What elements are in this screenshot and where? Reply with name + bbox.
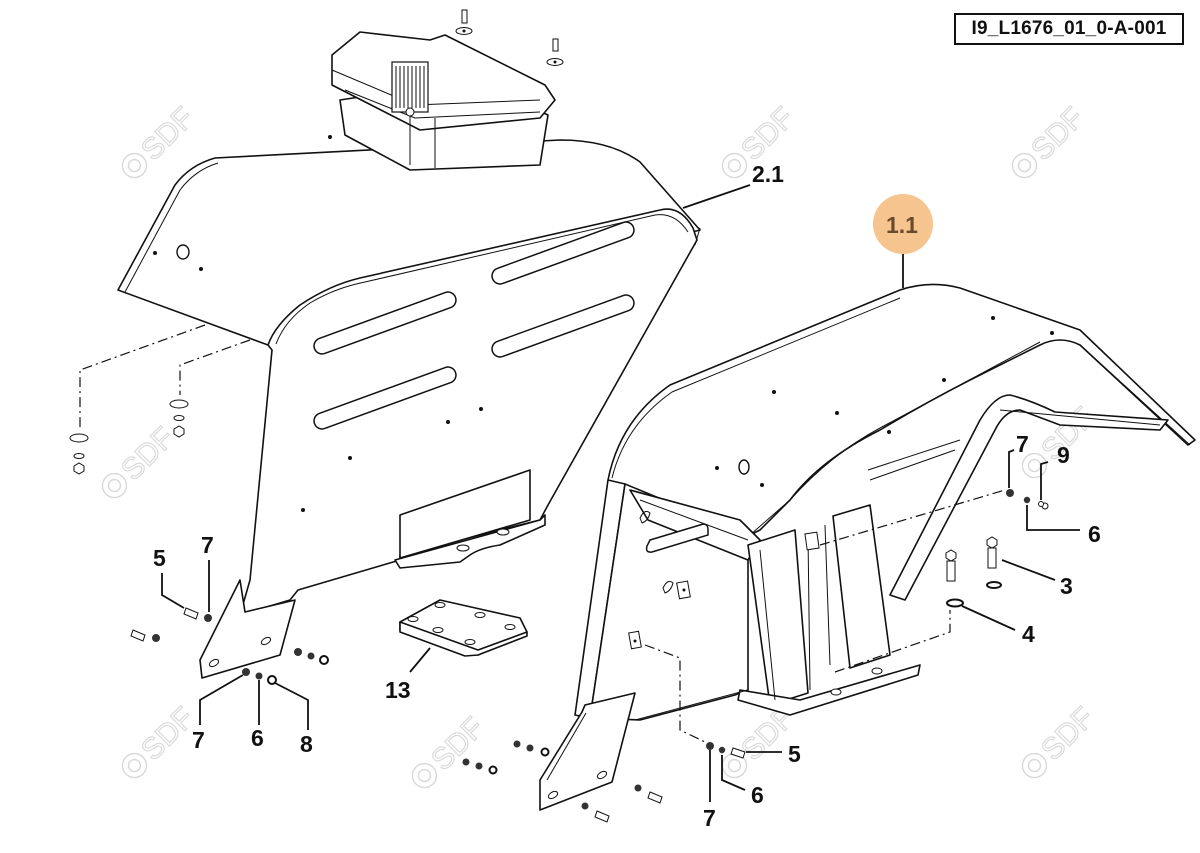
callout-5-right[interactable]: 5 [788, 741, 801, 767]
callout-6-left[interactable]: 6 [251, 725, 264, 751]
toolbox[interactable] [331, 31, 556, 171]
callout-6-right-upper[interactable]: 6 [1088, 521, 1101, 547]
sdf-watermark-text: SDF [1035, 701, 1101, 767]
toolbox-screw-right [546, 38, 564, 66]
callout-7-left-lower[interactable]: 7 [192, 727, 205, 753]
callout-7-right-lower[interactable]: 7 [703, 805, 716, 831]
callout-9[interactable]: 9 [1057, 442, 1070, 468]
sdf-watermark: SDF [121, 701, 201, 779]
callout-13[interactable]: 13 [385, 677, 411, 703]
callout-7-left-upper[interactable]: 7 [201, 532, 214, 558]
bolt-3-pair [945, 536, 1002, 589]
toolbox-screw-left [455, 9, 473, 35]
hardware-7-6-5-lower [706, 742, 746, 759]
callout-8[interactable]: 8 [300, 731, 313, 757]
callout-7-right-upper[interactable]: 7 [1016, 431, 1029, 457]
sdf-watermark-text: SDF [115, 421, 181, 487]
nut-rows-right-flap [462, 740, 663, 823]
nut-row-left [242, 648, 329, 685]
sdf-watermark: SDF [411, 711, 491, 789]
sdf-watermark: SDF [1011, 101, 1091, 179]
sdf-watermark: SDF [1021, 701, 1101, 779]
washer-nut-stack-left [69, 433, 89, 475]
bolt-5-left [183, 607, 212, 622]
callout-6-right-lower[interactable]: 6 [751, 782, 764, 808]
left-fender-2-1[interactable] [117, 135, 701, 679]
callout-1-1[interactable]: 1.1 [886, 212, 918, 238]
callout-5-left[interactable]: 5 [153, 545, 166, 571]
hardware-7-6-9-upper [1006, 489, 1049, 510]
callout-3[interactable]: 3 [1060, 573, 1073, 599]
leader-lines [161, 184, 1080, 802]
washer-nut-stack-right [169, 399, 189, 438]
sdf-watermark-text: SDF [735, 101, 801, 167]
callout-2-1[interactable]: 2.1 [752, 161, 784, 187]
bolt-left-outer [130, 629, 160, 642]
washer-4 [946, 598, 964, 608]
mounting-plate-13[interactable] [399, 599, 528, 657]
right-fender-1-1[interactable] [539, 283, 1196, 811]
drawing-reference-code: I9_L1676_01_0-A-001 [954, 13, 1184, 45]
callout-4[interactable]: 4 [1022, 621, 1035, 647]
sdf-watermark: SDF [101, 421, 181, 499]
sdf-watermark-text: SDF [135, 101, 201, 167]
highlight-circle-1-1 [873, 194, 933, 254]
sdf-watermark-text: SDF [1025, 101, 1091, 167]
